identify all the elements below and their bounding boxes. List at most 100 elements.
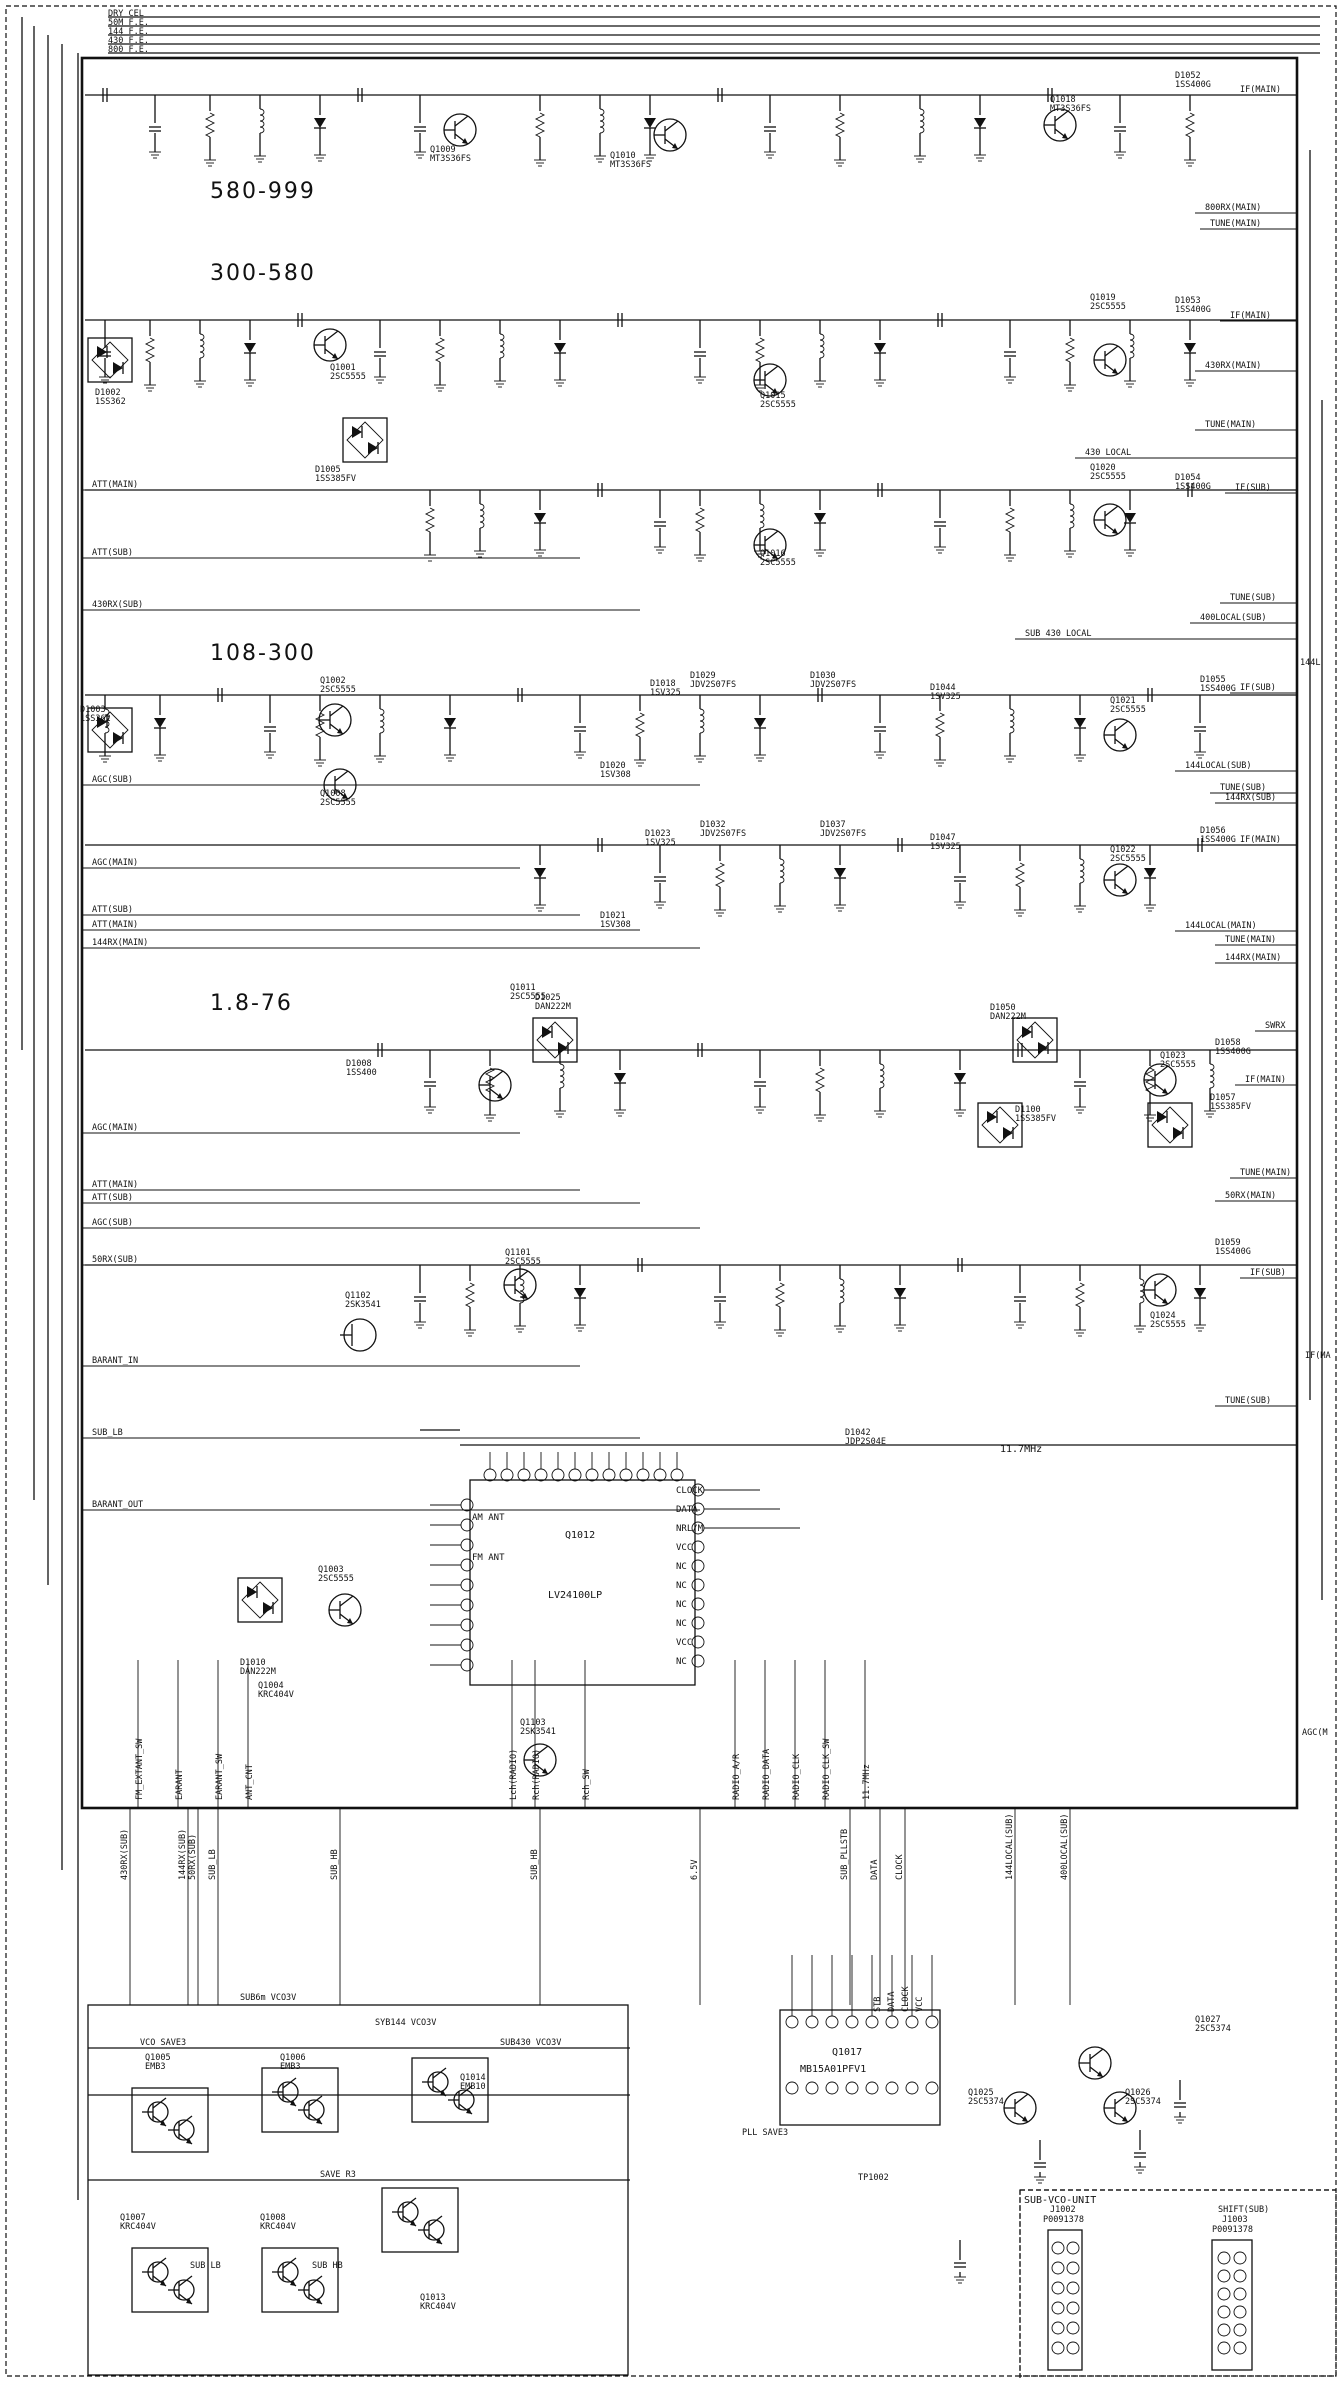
- capacitor: [374, 351, 386, 357]
- ground-symbol: [1074, 1102, 1086, 1114]
- connector-pin: [1066, 2321, 1080, 2335]
- ground-symbol: [264, 747, 276, 759]
- ground-symbol: [694, 372, 706, 384]
- ground-symbol: [754, 1102, 766, 1114]
- ground-symbol: [374, 751, 386, 763]
- diode-ref: D1005: [315, 465, 341, 475]
- bus-label: SUB_HB: [330, 1849, 340, 1880]
- signal-label: SUB 430 LOCAL: [1025, 629, 1092, 639]
- ground-symbol: [144, 380, 156, 392]
- vco-label: SUB6m VCO3V: [240, 1993, 296, 2003]
- switch-transistor-pair: [381, 2187, 459, 2253]
- connector-pin: [1066, 2241, 1080, 2255]
- ground-symbol: [444, 750, 456, 762]
- switch-transistor-pair: [261, 2067, 339, 2133]
- capacitor: [597, 838, 603, 852]
- inductor: [479, 503, 485, 529]
- ic-pin: [865, 2081, 879, 2095]
- ic-pin: [865, 2015, 879, 2029]
- capacitor: [637, 1258, 643, 1272]
- bus-label: 144 F.E.: [108, 27, 149, 37]
- capacitor: [1174, 2102, 1186, 2108]
- diode-ref: D1053: [1175, 296, 1201, 306]
- signal-label: TUNE(SUB): [1225, 1396, 1271, 1406]
- diode-symbol: [534, 868, 546, 879]
- transistor-ref: Q1003: [318, 1565, 344, 1575]
- ground-symbol: [874, 747, 886, 759]
- capacitor: [1047, 88, 1053, 102]
- diode-ref: D1008: [346, 1059, 372, 1069]
- connector-pin: [1217, 2341, 1231, 2355]
- diode-symbol: [97, 346, 108, 358]
- diode-ref: D1059: [1215, 1238, 1241, 1248]
- diode-ref: D1050: [990, 1003, 1016, 1013]
- transistor-symbol: [753, 363, 787, 397]
- diode-part: 1SS400G: [1215, 1047, 1251, 1057]
- connector-pin: [1217, 2305, 1231, 2319]
- capacitor: [102, 88, 108, 102]
- diode-symbol: [97, 716, 108, 728]
- connector-ref: J1002: [1050, 2205, 1076, 2215]
- ground-symbol: [954, 2272, 966, 2284]
- signal-label: AGC(MAIN): [92, 858, 138, 868]
- ground-symbol: [654, 542, 666, 554]
- resistor: [834, 112, 846, 138]
- transistor-ref: Q1027: [1195, 2015, 1221, 2025]
- ground-symbol: [194, 376, 206, 388]
- ground-symbol: [834, 155, 846, 167]
- ground-symbol: [694, 550, 706, 562]
- signal-label: SWRX: [1265, 1021, 1286, 1031]
- vco-label: SUB430 VCO3V: [500, 2038, 561, 2048]
- vco-label: VCO SAVE3: [140, 2038, 186, 2048]
- diode-bridge: [977, 1102, 1023, 1148]
- ground-symbol: [1064, 546, 1076, 558]
- transistor-part: 2SC5555: [320, 798, 356, 808]
- transistor-part: 2SK3541: [345, 1300, 381, 1310]
- ic-pin-label: CLOCK: [901, 1986, 911, 2012]
- ground-symbol: [1134, 1321, 1146, 1333]
- bus-label: Lch(RADIO): [509, 1749, 519, 1800]
- transistor-ref: Q1006: [280, 2053, 306, 2063]
- diode-symbol: [974, 118, 986, 129]
- bus-label: SUB_PLLSTB: [840, 1829, 850, 1880]
- transistor-part: 2SC5555: [320, 685, 356, 695]
- band-title: 1.8-76: [210, 991, 293, 1016]
- bus-label: FM_EXTANT_SW: [135, 1738, 145, 1800]
- transistor-part: MT3S36FS: [1050, 104, 1091, 114]
- ground-symbol: [814, 1110, 826, 1122]
- transistor-part: 2SC5374: [1125, 2097, 1161, 2107]
- ic-pin-label: STB: [873, 1997, 883, 2012]
- ic-pin: [691, 1635, 705, 1649]
- diode-part: 1SV325: [645, 838, 676, 848]
- signal-label: 430RX(SUB): [92, 600, 143, 610]
- diode-ref: D1003: [80, 705, 106, 715]
- ic-pin: [845, 2081, 859, 2095]
- diode-symbol: [987, 1111, 998, 1123]
- signal-label: IF(SUB): [1250, 1268, 1286, 1278]
- bus-label: DRY CEL: [108, 9, 144, 19]
- signal-label: 144LOCAL(SUB): [1185, 761, 1252, 771]
- transistor-part: EMB3: [280, 2062, 300, 2072]
- capacitor: [574, 726, 586, 732]
- ic-pin: [534, 1468, 548, 1482]
- diode-symbol: [1074, 718, 1086, 729]
- diode-ref: D1018: [650, 679, 676, 689]
- ic-pin: [602, 1468, 616, 1482]
- diode-symbol: [154, 718, 166, 729]
- ic-pin: [619, 1468, 633, 1482]
- vco-label: SUB HB: [312, 2261, 343, 2271]
- capacitor: [1074, 1081, 1086, 1087]
- vco-label: TP1002: [858, 2173, 889, 2183]
- inductor: [559, 1063, 565, 1089]
- diode-part: 1SS400G: [1215, 1247, 1251, 1257]
- capacitor: [1194, 726, 1206, 732]
- resistor: [1014, 862, 1026, 888]
- signal-label: IF(MAIN): [1230, 311, 1271, 321]
- signal-label: ATT(MAIN): [92, 480, 138, 490]
- inductor: [759, 503, 765, 529]
- bus-label: ANT_CNT: [245, 1764, 255, 1800]
- ic-pin: [885, 2081, 899, 2095]
- bus-label: EARANT: [175, 1769, 185, 1800]
- transistor-symbol: [503, 1268, 537, 1302]
- ic-ref: Q1012: [565, 1530, 595, 1541]
